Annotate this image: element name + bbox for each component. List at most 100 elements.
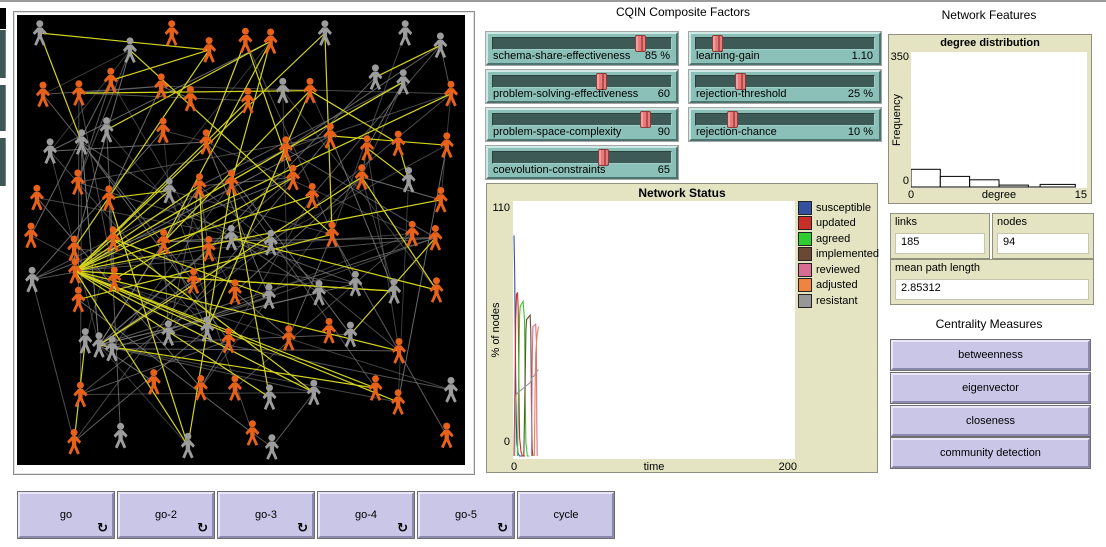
network-link — [112, 40, 271, 240]
slider-track[interactable] — [695, 37, 875, 50]
button-label: go-3 — [254, 509, 278, 521]
legend-item-resistant: resistant — [798, 293, 879, 308]
person-node — [180, 432, 195, 459]
go-2-button[interactable]: go-2↻ — [117, 491, 215, 539]
network-link-active — [375, 44, 441, 78]
closeness-button[interactable]: closeness — [890, 405, 1091, 437]
person-node — [368, 64, 383, 90]
slider-thumb[interactable] — [735, 73, 747, 90]
network-link — [30, 80, 112, 236]
network-link — [81, 142, 100, 346]
person-node — [360, 135, 374, 161]
network-link — [234, 291, 290, 339]
network-link — [271, 392, 315, 448]
person-node — [32, 20, 47, 46]
slider-thumb[interactable] — [596, 73, 608, 90]
network-link — [49, 49, 131, 152]
slider-thumb[interactable] — [726, 111, 738, 128]
button-label: cycle — [553, 509, 579, 521]
cropped-slider-fragment — [0, 85, 6, 131]
person-node — [67, 235, 82, 262]
person-node — [262, 384, 277, 410]
network-world-view[interactable] — [17, 15, 465, 465]
legend-item-agreed: agreed — [798, 231, 879, 246]
legend-item-implemented: implemented — [798, 247, 879, 261]
person-node — [354, 164, 369, 190]
slider-track[interactable] — [492, 75, 672, 88]
person-node — [391, 389, 406, 415]
degree-distribution-bars — [910, 168, 1076, 188]
slider-thumb[interactable] — [639, 111, 651, 128]
slider-thumb[interactable] — [711, 35, 723, 52]
person-node — [107, 266, 122, 293]
person-node — [398, 20, 413, 46]
network-link-active — [74, 195, 313, 272]
person-node — [439, 422, 454, 449]
cycle-button[interactable]: cycle — [517, 491, 615, 539]
links-monitor-label: links — [895, 216, 918, 228]
network-link-active — [231, 237, 437, 291]
person-node — [123, 37, 137, 63]
person-node — [306, 379, 321, 406]
community-detection-button[interactable]: community detection — [890, 437, 1091, 469]
network-link-active — [230, 182, 271, 398]
person-node — [186, 268, 201, 294]
slider-track[interactable] — [695, 113, 875, 126]
person-node — [428, 225, 443, 251]
network-link — [162, 129, 207, 143]
go-3-button[interactable]: go-3↻ — [217, 491, 315, 539]
network-link — [73, 50, 131, 249]
slider-track[interactable] — [492, 151, 672, 164]
person-node — [103, 67, 118, 94]
network-link-active — [74, 270, 376, 389]
go-button[interactable]: go↻ — [17, 491, 115, 539]
person-node — [113, 422, 128, 449]
slider-thumb[interactable] — [597, 149, 609, 166]
person-node — [161, 320, 176, 346]
slider-value: 90 — [657, 126, 670, 138]
betweenness-button[interactable]: betweenness — [890, 339, 1091, 371]
slider-track[interactable] — [492, 37, 672, 50]
network-link-active — [108, 198, 189, 446]
person-node — [368, 375, 383, 401]
slider-track[interactable] — [695, 75, 875, 88]
network-link-active — [78, 90, 311, 94]
person-node — [387, 278, 402, 304]
person-node — [312, 280, 326, 306]
person-node — [405, 220, 420, 247]
network-link-active — [73, 49, 210, 249]
network-link-active — [74, 185, 200, 272]
series-reviewed — [530, 323, 538, 457]
degree-distribution-title: degree distribution — [940, 37, 1040, 49]
slider-thumb[interactable] — [634, 35, 646, 52]
histogram-bar — [1039, 183, 1076, 188]
nodes-monitor-value: 94 — [997, 233, 1089, 254]
forever-loop-icon: ↻ — [97, 520, 108, 535]
go-4-button[interactable]: go-4↻ — [317, 491, 415, 539]
centrality-section-title: Centrality Measures — [935, 317, 1043, 331]
network-link — [31, 130, 164, 281]
legend-item-reviewed: reviewed — [798, 262, 879, 277]
legend-swatch — [798, 216, 812, 230]
network-link — [361, 176, 395, 292]
network-link — [98, 344, 155, 383]
network-link-active — [187, 182, 233, 446]
network-link-active — [74, 93, 452, 272]
person-node — [105, 335, 119, 362]
go-5-button[interactable]: go-5↻ — [417, 491, 515, 539]
slider-track[interactable] — [492, 113, 672, 126]
network-link — [200, 176, 363, 389]
eigenvector-button[interactable]: eigenvector — [890, 372, 1091, 404]
person-node — [162, 177, 177, 204]
legend-label: resistant — [816, 294, 858, 307]
person-node — [433, 32, 448, 59]
network-link — [84, 238, 114, 342]
